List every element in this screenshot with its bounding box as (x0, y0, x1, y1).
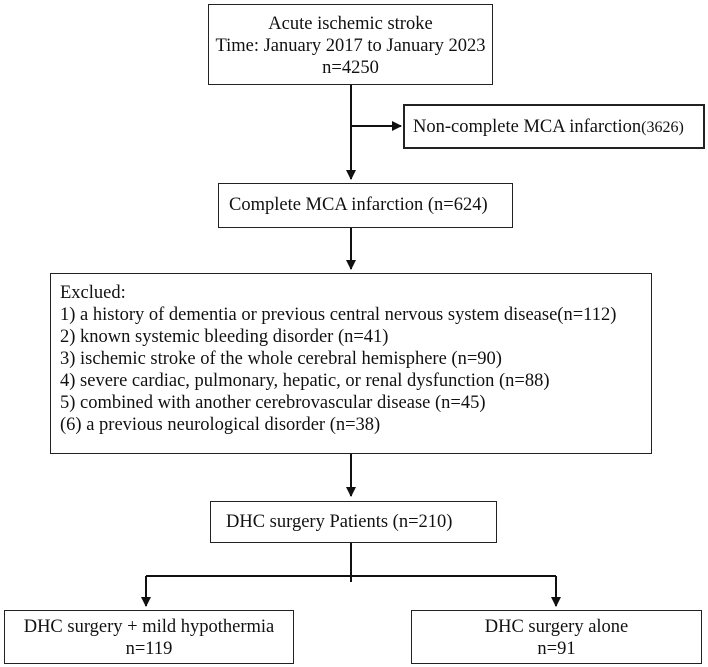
excluded-box: Exclued: 1) a history of dementia or pre… (50, 273, 652, 454)
stroke-title: Acute ischemic stroke (268, 14, 433, 34)
complete-label: Complete MCA infarction (n=624) (229, 195, 488, 215)
excluded-item-5: 5) combined with another cerebrovascular… (60, 393, 486, 413)
excluded-item-6: (6) a previous neurological disorder (n=… (60, 415, 381, 435)
alone-count: n=91 (537, 639, 576, 659)
hypothermia-group-box: DHC surgery + mild hypothermia n=119 (4, 610, 294, 664)
non-complete-label: Non-complete MCA infarction (413, 117, 642, 137)
stroke-count: n=4250 (322, 58, 379, 78)
excluded-item-3: 3) ischemic stroke of the whole cerebral… (60, 349, 502, 369)
dhc-patients-box: DHC surgery Patients (n=210) (210, 501, 497, 543)
hypothermia-label: DHC surgery + mild hypothermia (23, 617, 275, 637)
excluded-item-1: 1) a history of dementia or previous cen… (60, 305, 617, 325)
alone-label: DHC surgery alone (484, 617, 629, 637)
non-complete-count: (3626) (641, 119, 684, 136)
non-complete-box: Non-complete MCA infarction(3626) (403, 104, 705, 149)
stroke-box: Acute ischemic stroke Time: January 2017… (208, 4, 493, 85)
alone-group-box: DHC surgery alone n=91 (411, 610, 702, 664)
stroke-time: Time: January 2017 to January 2023 (215, 36, 486, 56)
complete-box: Complete MCA infarction (n=624) (218, 183, 513, 228)
dhc-patients-label: DHC surgery Patients (n=210) (226, 512, 453, 532)
excluded-title: Exclued: (60, 283, 126, 303)
excluded-item-4: 4) severe cardiac, pulmonary, hepatic, o… (60, 371, 550, 391)
hypothermia-count: n=119 (125, 639, 173, 659)
excluded-item-2: 2) known systemic bleeding disorder (n=4… (60, 327, 389, 347)
